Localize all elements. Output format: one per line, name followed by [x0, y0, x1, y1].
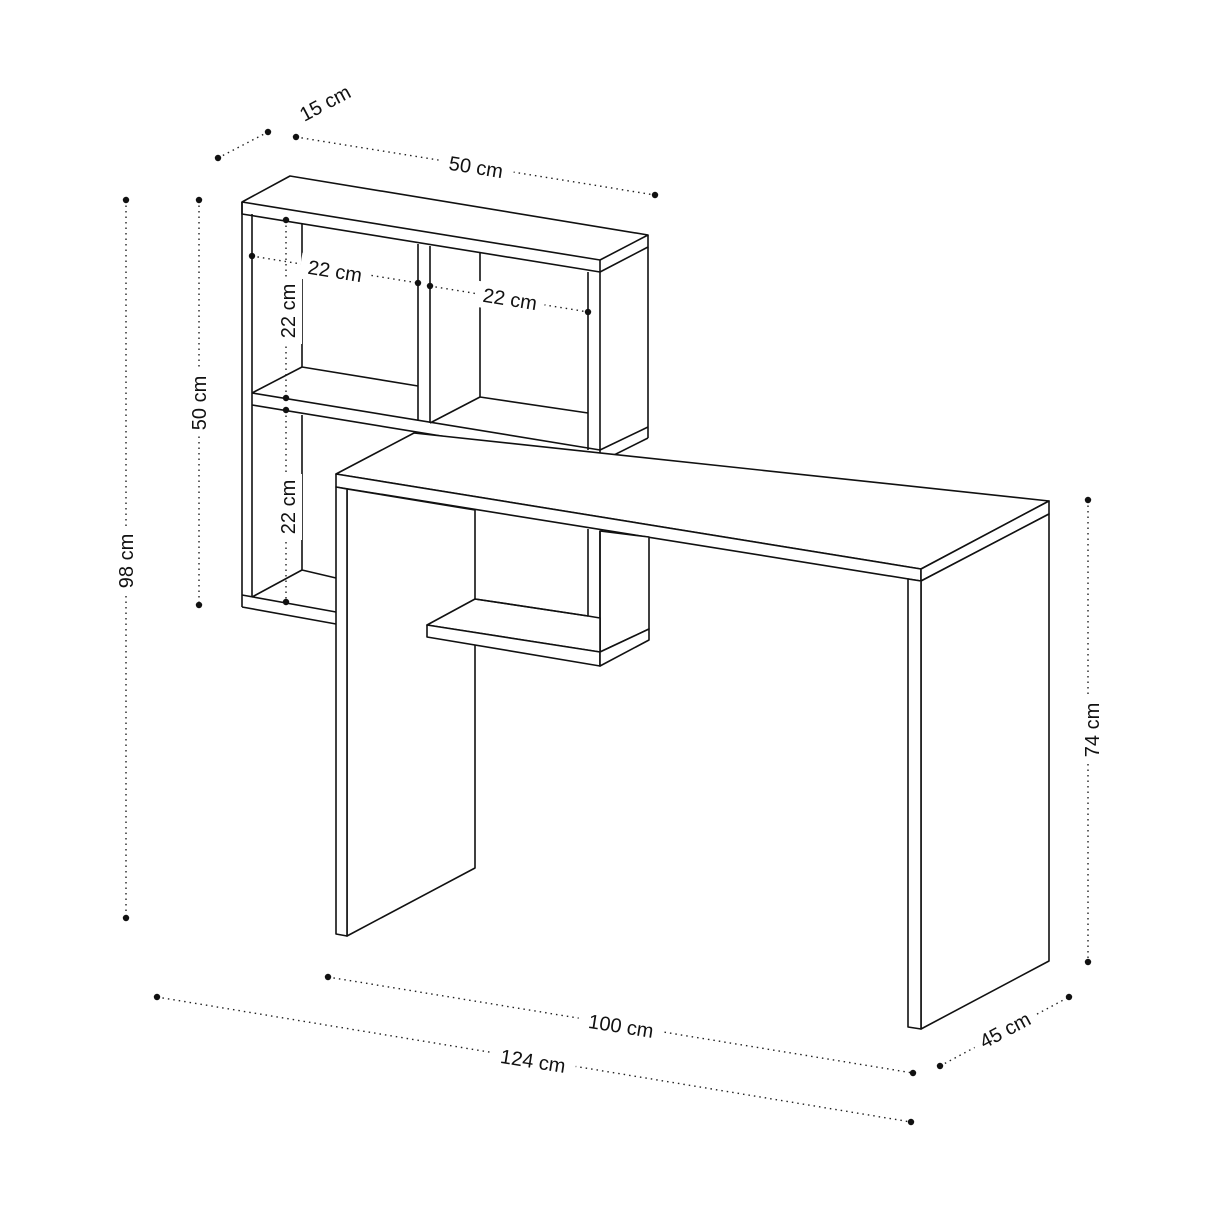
dimension-endpoint-dot	[122, 914, 130, 922]
right-leg-side	[920, 513, 1050, 1030]
label-shelf-height: 50 cm	[189, 376, 211, 430]
dimension-endpoint-dot	[195, 601, 203, 609]
dimension-endpoint-dot	[122, 196, 130, 204]
dimension-endpoint-dot	[292, 133, 300, 141]
right-leg-front	[907, 578, 922, 1030]
dimension-endpoint-dot	[282, 598, 290, 606]
left-leg-front	[335, 486, 348, 937]
dim-total-width	[156, 996, 912, 1123]
shelf-right-bottom	[599, 426, 649, 451]
lower-cube-back	[301, 415, 337, 579]
dimension-endpoint-dot	[1065, 993, 1073, 1001]
dimension-endpoint-dot	[651, 191, 659, 199]
right-cube-depth	[429, 396, 481, 424]
upper-left-cube-depth	[251, 366, 303, 394]
small-shelf-side	[599, 628, 650, 667]
label-cube-upper: 22 cm	[278, 284, 300, 338]
dimension-endpoint-dot	[909, 1069, 917, 1077]
desk	[335, 432, 1050, 1030]
dimension-endpoint-dot	[153, 993, 161, 1001]
right-cube-back	[479, 252, 589, 414]
dimension-endpoint-dot	[248, 252, 256, 260]
dimension-endpoint-dot	[282, 394, 290, 402]
bottom-board-top	[241, 594, 337, 613]
dimension-labels: 15 cm 50 cm 98 cm 50 cm 22 cm 22 cm 22 c…	[112, 73, 1104, 1081]
left-leg-side	[346, 488, 476, 937]
upper-left-cube-back	[301, 223, 419, 387]
dimension-endpoint-dot	[1084, 496, 1092, 504]
dimension-endpoint-dot	[264, 128, 272, 136]
dimension-endpoint-dot	[282, 216, 290, 224]
label-cube-lower: 22 cm	[278, 480, 300, 534]
dimension-endpoint-dot	[1084, 958, 1092, 966]
dimension-endpoint-dot	[195, 196, 203, 204]
dimension-endpoint-dot	[907, 1118, 915, 1126]
dimension-endpoint-dot	[584, 308, 592, 316]
label-total-height: 98 cm	[116, 534, 138, 588]
dim-desk-depth	[939, 996, 1070, 1067]
dimension-endpoint-dot	[414, 279, 422, 287]
dim-cube-right-width	[429, 285, 589, 313]
dimension-endpoint-dot	[936, 1062, 944, 1070]
dim-shelf-depth	[217, 131, 269, 159]
dimension-endpoint-dot	[282, 406, 290, 414]
bottom-board-bottom	[241, 606, 337, 625]
dimension-endpoint-dot	[426, 282, 434, 290]
dimension-endpoint-dot	[324, 973, 332, 981]
lower-cube-depth	[251, 569, 303, 598]
label-desk-height: 74 cm	[1082, 703, 1104, 757]
dim-cube-left-width	[251, 255, 419, 284]
dimension-endpoints	[122, 128, 1092, 1126]
middle-shelf-front-top	[251, 392, 601, 451]
small-shelf-back	[474, 598, 589, 617]
dimension-endpoint-dot	[214, 154, 222, 162]
